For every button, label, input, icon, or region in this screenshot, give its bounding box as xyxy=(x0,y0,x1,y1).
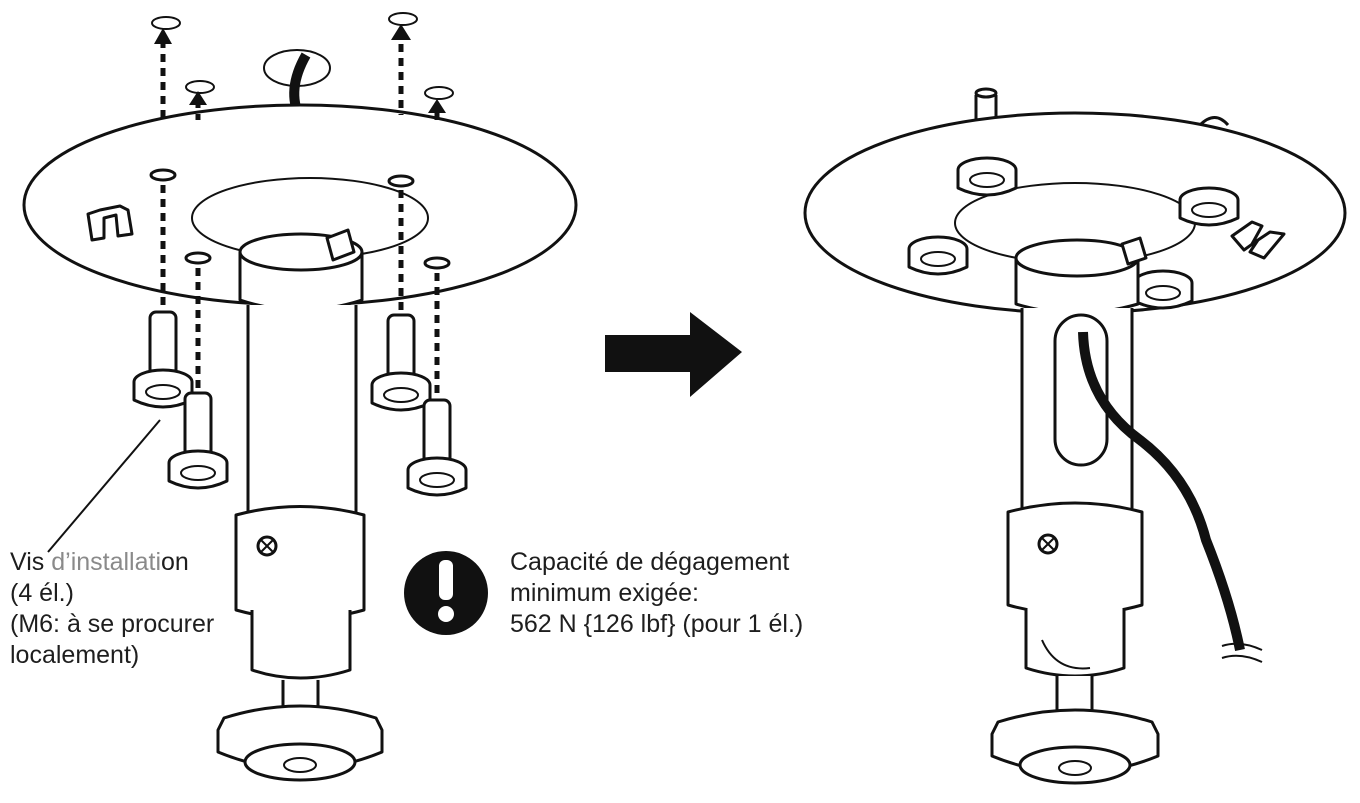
installed-screw xyxy=(1178,186,1240,227)
right-mount-assembly xyxy=(803,87,1347,785)
plate-clip xyxy=(86,204,134,242)
exclamation-icon xyxy=(404,551,488,635)
screw-label-line1: Vis d’installation xyxy=(10,547,214,578)
up-arrow-icon xyxy=(424,86,454,113)
pole-sleeve xyxy=(1006,501,1144,616)
capacity-label-line3: 562 N {126 lbf} (pour 1 él.) xyxy=(510,610,804,638)
up-arrow-icon xyxy=(388,12,418,40)
screw-label-line1-gray: d’installati xyxy=(51,548,162,576)
capacity-label-line1: Capacité de dégagement xyxy=(510,548,790,576)
screw-label-line2: (4 él.) xyxy=(10,579,74,607)
screw-label-line1-part2: on xyxy=(161,548,189,576)
screw-hole xyxy=(423,256,451,270)
screw-label-line3: (M6: à se procurer xyxy=(10,610,215,638)
installed-screw xyxy=(956,156,1018,197)
capacity-label-line2: minimum exigée: xyxy=(510,579,699,607)
screw-hole xyxy=(387,174,415,188)
pole-sleeve xyxy=(234,505,366,621)
screw-hole xyxy=(184,251,212,265)
installed-screw xyxy=(1132,269,1194,310)
plate-clip xyxy=(1230,220,1286,260)
installed-screw xyxy=(907,235,969,276)
installation-screw xyxy=(406,398,468,497)
cable xyxy=(1078,331,1245,651)
screw-label-line1-part1: Vis xyxy=(10,548,52,576)
installation-screw xyxy=(167,391,229,490)
right-arrow-icon xyxy=(605,312,742,397)
screw-hole xyxy=(149,168,177,182)
capacity-callout-label: Capacité de dégagement minimum exigée: 5… xyxy=(510,547,803,640)
up-arrow-icon xyxy=(185,80,215,105)
installation-screw xyxy=(370,313,432,412)
up-arrow-icon xyxy=(151,16,181,44)
label-leader-line xyxy=(47,419,161,553)
screw-callout-label: Vis d’installation (4 él.) (M6: à se pro… xyxy=(10,547,214,671)
screw-label-line4: localement) xyxy=(10,641,140,669)
installation-screw xyxy=(132,310,194,409)
cable-slot xyxy=(1053,313,1109,467)
left-mount-assembly xyxy=(22,12,578,782)
pole xyxy=(246,305,358,522)
